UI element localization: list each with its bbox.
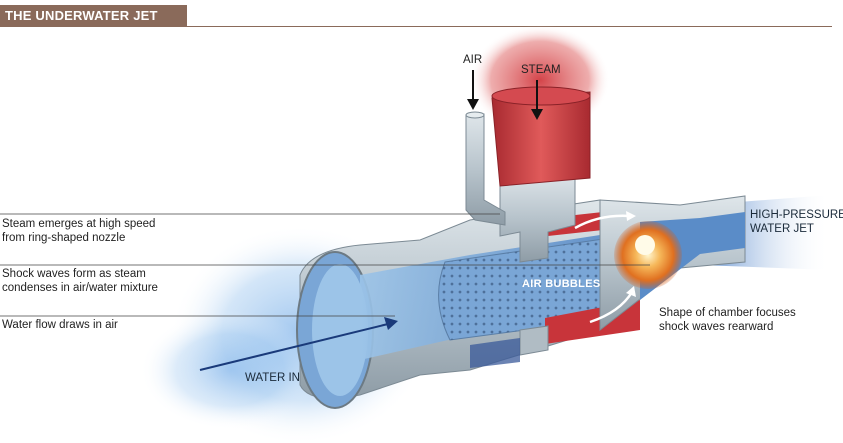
callout-shock-line1: Shock waves form as steam [2, 268, 146, 280]
water-in-arrow-line [199, 323, 389, 371]
high-pressure-label-1: HIGH-PRESSURE [750, 209, 843, 221]
upper-flow-arrowhead [626, 211, 636, 221]
injector-stem [499, 171, 576, 263]
lower-flow-arrow [589, 291, 634, 324]
shock-burst-core [635, 235, 655, 255]
lower-flow-arrowhead [626, 286, 636, 297]
shock-burst [614, 221, 682, 289]
steam-label: STEAM [521, 64, 561, 76]
page-title: THE UNDERWATER JET ENGINE [0, 5, 187, 45]
water-in-label: WATER IN [245, 372, 300, 384]
inlet-water-glow-2 [140, 310, 320, 430]
callout-shock-line2: condenses in air/water mixture [2, 282, 158, 294]
air-arrow-head [467, 99, 479, 110]
callout-steam-line1: Steam emerges at high speed [2, 218, 156, 230]
high-pressure-label-2: WATER JET [750, 223, 814, 235]
lower-blue-pocket [470, 338, 520, 368]
air-pipe-top [465, 111, 485, 119]
inlet-opening-inner [312, 264, 368, 396]
air-pipe [465, 113, 506, 226]
title-rule [187, 26, 832, 27]
callout-chamber-line1: Shape of chamber focuses [659, 307, 796, 319]
steam-pipe-top [491, 86, 591, 106]
air-bubbles-label: AIR BUBBLES [522, 278, 601, 290]
lower-injector [519, 325, 549, 356]
steam-arrow-head [531, 109, 543, 120]
callout-water-flow: Water flow draws in air [2, 319, 118, 331]
water-in-arrow-head [384, 317, 398, 330]
steam-pipe [491, 91, 591, 187]
upper-flow-arrow [574, 214, 631, 230]
callout-chamber-line2: shock waves rearward [659, 321, 774, 333]
air-label: AIR [463, 54, 483, 66]
callout-steam-line2: from ring-shaped nozzle [2, 232, 126, 244]
